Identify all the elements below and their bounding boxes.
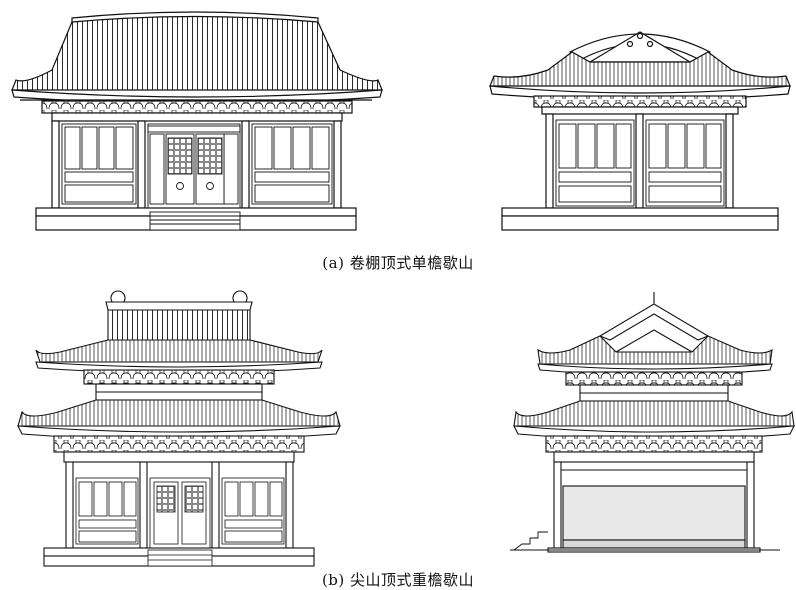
b-gable <box>598 303 710 341</box>
side-roof <box>489 51 791 87</box>
window-right <box>251 123 333 205</box>
side-bracket-band <box>533 95 747 108</box>
lower-roof <box>17 399 341 427</box>
side-platform <box>501 207 779 217</box>
b-window-right <box>221 477 285 545</box>
b-side-lower-brackets <box>545 435 763 453</box>
upper-roof <box>107 309 251 341</box>
central-doors <box>147 123 241 209</box>
side-window-left <box>555 119 635 207</box>
roof-surface <box>11 15 383 91</box>
building-a-side <box>489 31 791 231</box>
b-window-left <box>75 477 139 545</box>
b-central-doors <box>149 477 211 549</box>
steps <box>149 211 241 231</box>
upper-bracket-band <box>83 369 275 385</box>
building-b-front <box>17 290 341 567</box>
b-side-wall <box>562 485 746 541</box>
b-side-upper-brackets <box>565 371 743 386</box>
building-b-side <box>510 292 795 553</box>
b-side-upper-roof <box>537 335 773 365</box>
lower-bracket-band <box>53 435 305 453</box>
caption-a: (a) 卷棚顶式单檐歇山 <box>322 254 474 272</box>
b-steps <box>147 549 213 567</box>
upper-ridge <box>105 301 253 311</box>
building-a-front <box>11 11 383 231</box>
window-left <box>61 123 137 205</box>
b-side-lower-roof <box>513 400 795 427</box>
bracket-band <box>41 100 353 114</box>
caption-b: (b) 尖山顶式重檐歇山 <box>321 571 475 589</box>
side-window-right <box>645 119 725 207</box>
b-side-steps <box>513 531 548 551</box>
